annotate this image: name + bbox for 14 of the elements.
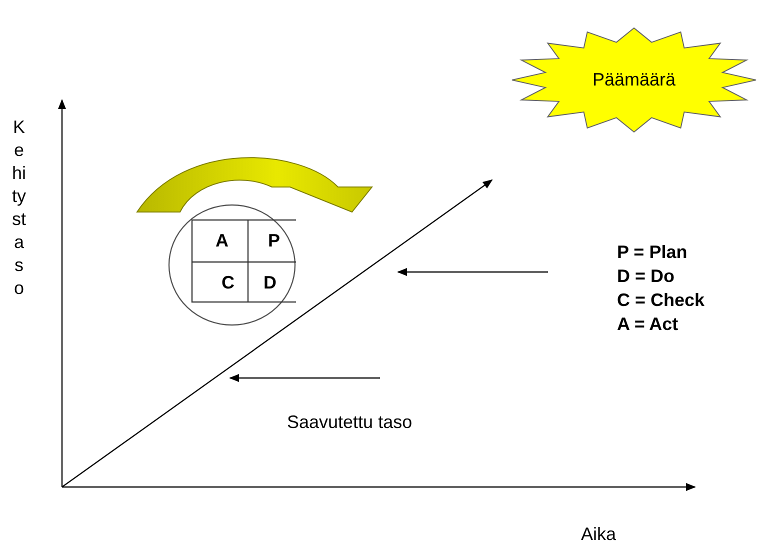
- legend-text: A = Act: [617, 314, 678, 335]
- level-label: Saavutettu taso: [287, 412, 412, 433]
- legend-text: D = Do: [617, 266, 675, 287]
- goal-starburst: [510, 26, 758, 134]
- pdca-circle: [168, 204, 296, 326]
- legend-text: C = Check: [617, 290, 705, 311]
- axis-label: Kehitystaso: [12, 116, 26, 300]
- grid-letter: C: [222, 272, 234, 294]
- goal-text: Päämäärä: [592, 70, 676, 90]
- grid-letter: D: [264, 272, 276, 294]
- axis-label: Aika: [581, 524, 616, 545]
- legend-text: P = Plan: [617, 242, 688, 263]
- grid-letter: P: [268, 230, 280, 252]
- grid-letter: A: [216, 230, 228, 252]
